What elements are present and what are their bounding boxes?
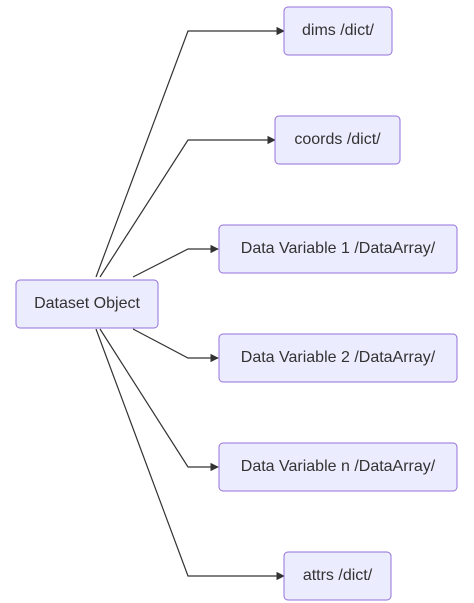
edge-root-to-dims [95,26,285,278]
node-dataset-object[interactable]: Dataset Object [15,279,159,329]
node-attrs-label: attrs /dict/ [303,567,373,584]
node-attrs[interactable]: attrs /dict/ [283,551,392,601]
node-data-variable-1-label: Data Variable 1 /DataArray/ [241,240,436,257]
edge-root-to-var2 [132,328,219,363]
edges [95,26,285,581]
node-data-variable-2-label: Data Variable 2 /DataArray/ [241,349,436,366]
node-dataset-object-label: Dataset Object [34,295,140,312]
edge-root-to-coords [99,135,276,278]
node-coords-label: coords /dict/ [294,131,381,148]
edge-root-to-varn [99,328,219,472]
edge-root-to-attrs [95,328,285,581]
node-data-variable-n[interactable]: Data Variable n /DataArray/ [218,442,458,492]
node-dims[interactable]: dims /dict/ [283,6,393,56]
node-data-variable-n-label: Data Variable n /DataArray/ [241,458,436,475]
node-coords[interactable]: coords /dict/ [274,115,401,165]
edge-root-to-var1 [132,244,219,278]
node-data-variable-1[interactable]: Data Variable 1 /DataArray/ [218,224,458,274]
node-data-variable-2[interactable]: Data Variable 2 /DataArray/ [218,333,458,383]
node-dims-label: dims /dict/ [302,22,375,39]
